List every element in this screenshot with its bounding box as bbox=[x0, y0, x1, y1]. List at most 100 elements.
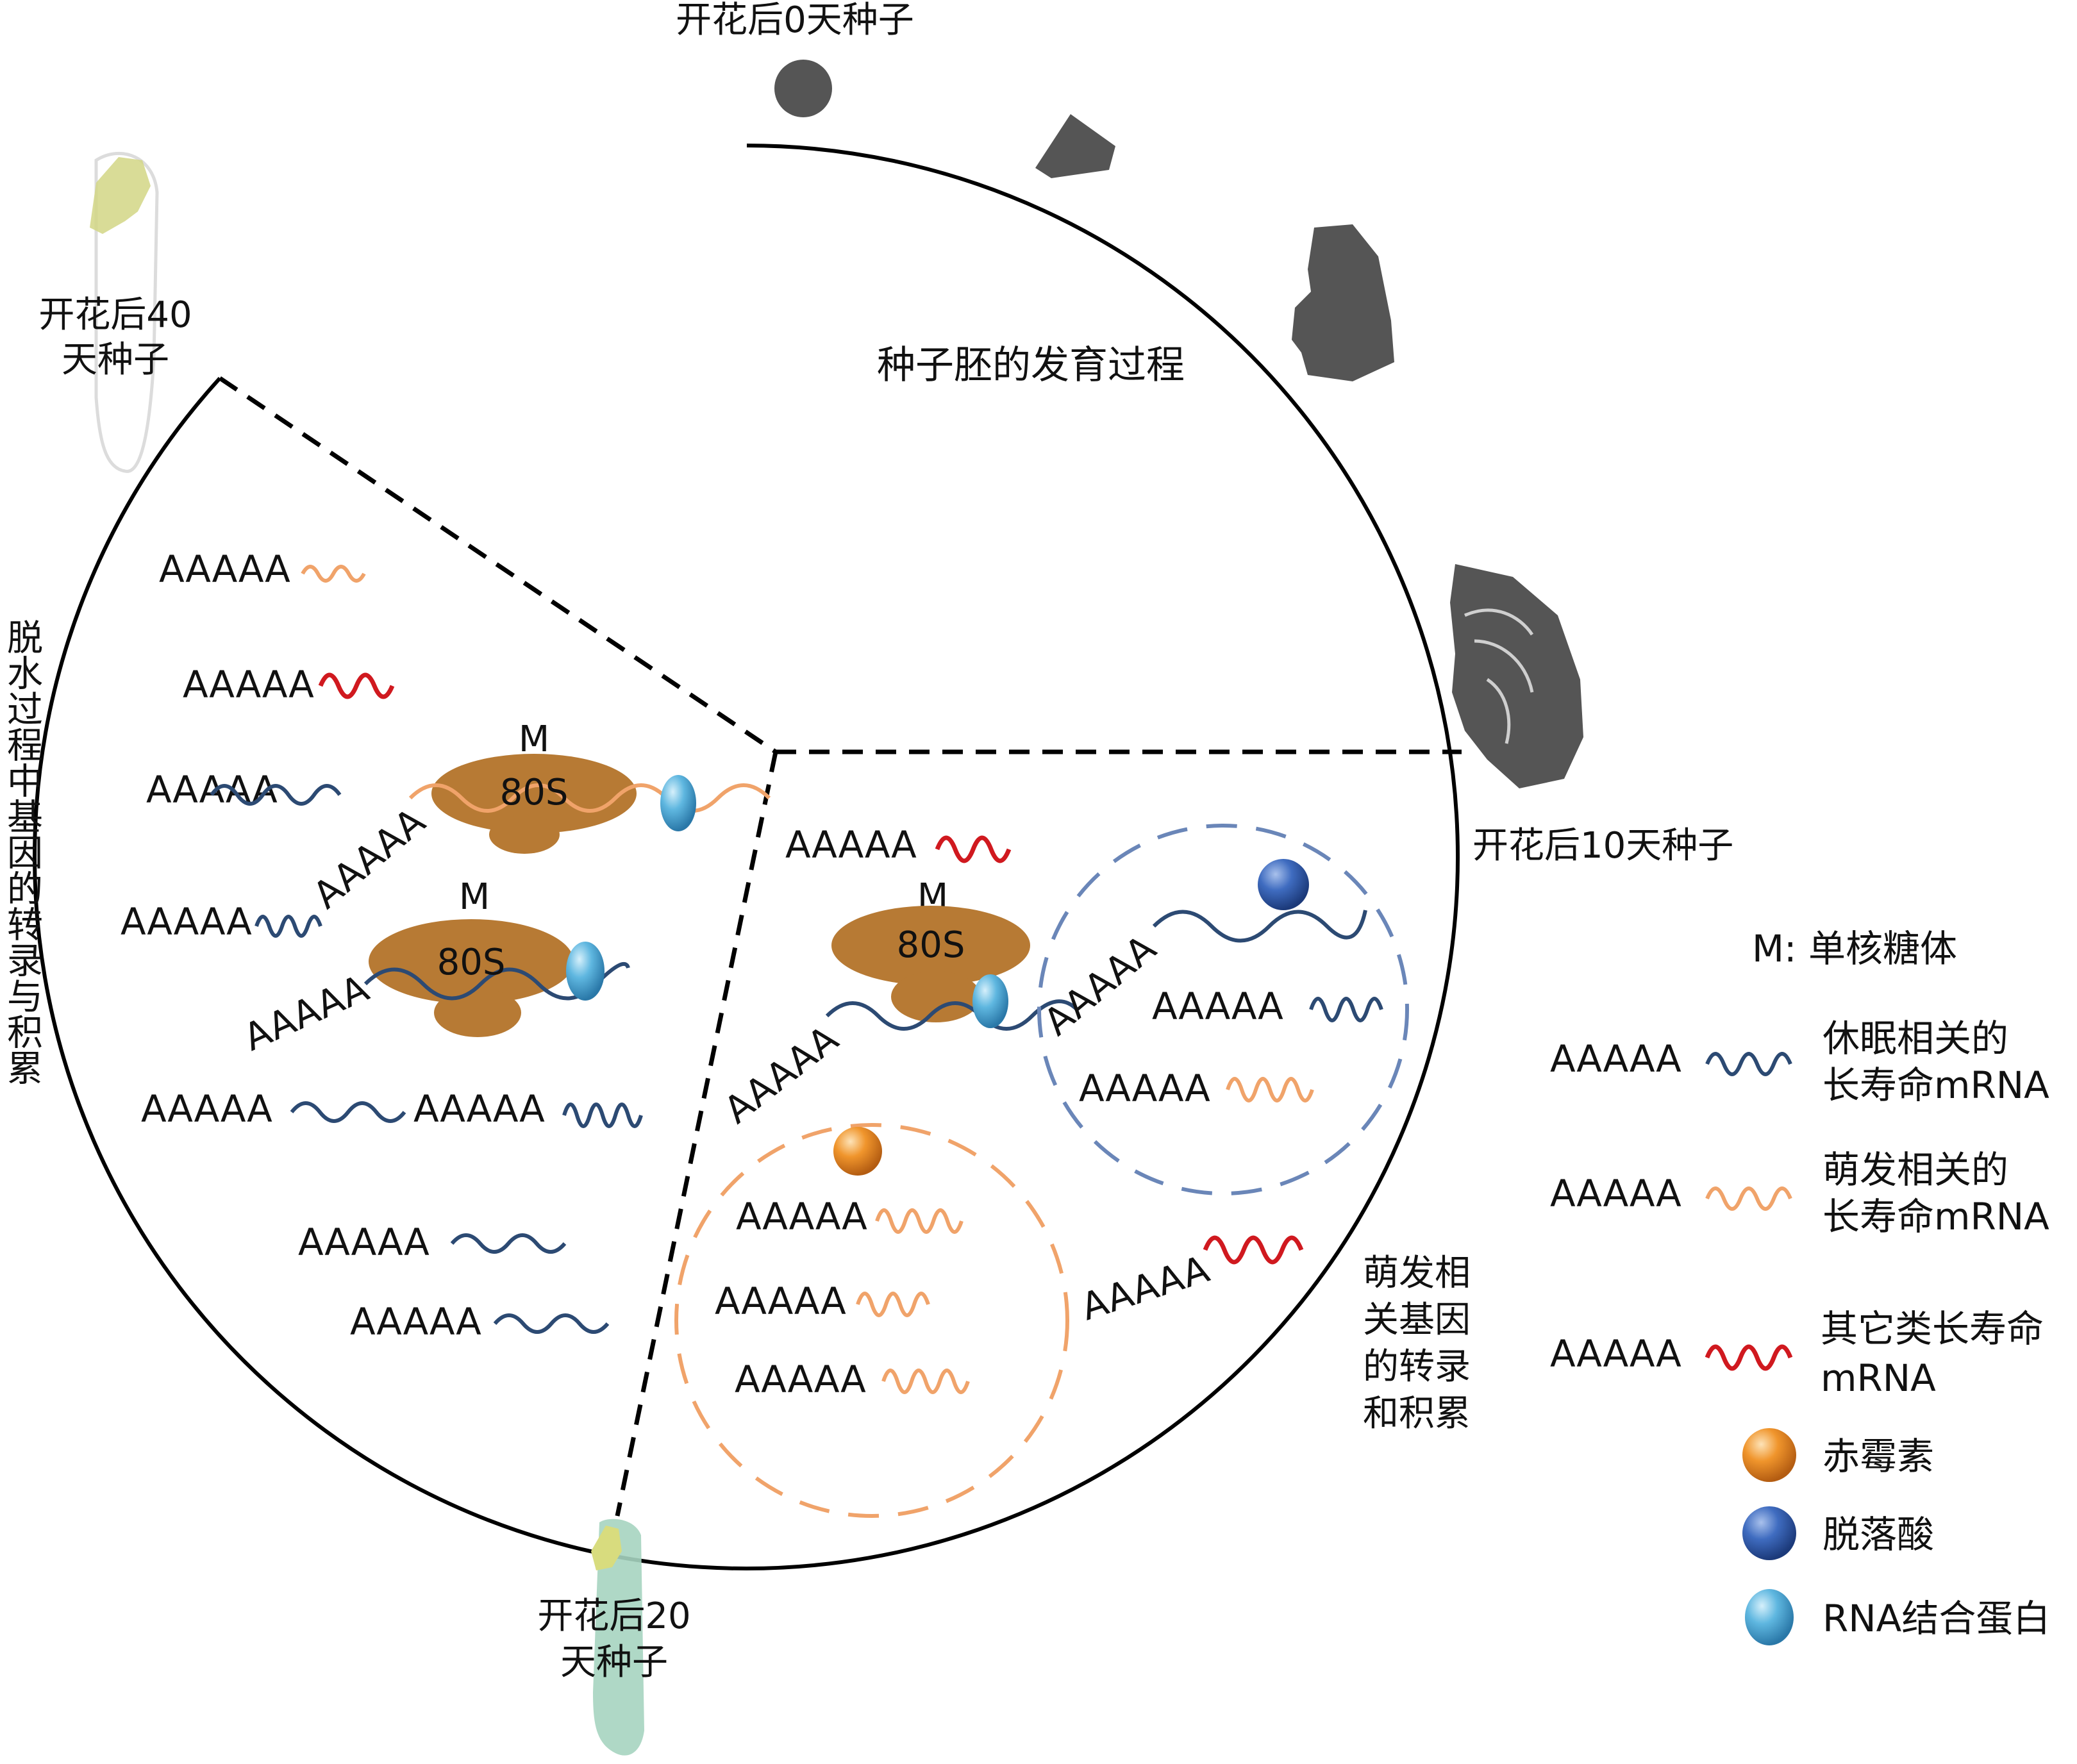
polyA-tail: AAAAA bbox=[304, 799, 433, 917]
legend: M: 单核糖体 AAAAA 休眠相关的 长寿命mRNA AAAAA 萌发相关的 … bbox=[1550, 927, 2050, 1645]
polyA-tail: AAAAA bbox=[141, 1087, 272, 1131]
rna-binding-protein bbox=[660, 775, 696, 831]
polyA-tail: AAAAA bbox=[735, 1358, 866, 1401]
dormancy-mrna-wave bbox=[290, 1101, 406, 1123]
germination-mrna-wave bbox=[1226, 1077, 1314, 1102]
polyA-tail: AAAAA bbox=[1035, 926, 1164, 1044]
legend-dormancy-wave bbox=[1705, 1052, 1792, 1076]
legend-dormancy-line2: 长寿命mRNA bbox=[1823, 1063, 2049, 1107]
germination-mrna-wave bbox=[881, 1369, 970, 1394]
label-stage-10-days: 开花后10天种子 bbox=[1472, 825, 1733, 867]
germination-mrna-wave bbox=[875, 1208, 963, 1234]
germination-mrna-wave bbox=[856, 1292, 930, 1317]
legend-dormancy-line1: 休眠相关的 bbox=[1823, 1017, 2008, 1060]
germination-cluster-circle bbox=[674, 1123, 1069, 1518]
seed-0-day-icon bbox=[774, 60, 832, 117]
other-mrna-wave bbox=[1203, 1235, 1304, 1265]
dormancy-mrna-strand bbox=[1152, 910, 1367, 943]
monosome-label: M bbox=[459, 876, 490, 918]
other-mrna-wave bbox=[935, 835, 1012, 863]
polyA-tail: AAAAA bbox=[413, 1087, 545, 1131]
dormancy-mrna-wave bbox=[210, 784, 342, 806]
polyA-tail: AAAAA bbox=[159, 547, 290, 591]
dormancy-mrna-wave bbox=[1309, 997, 1383, 1022]
polyA-tail: AAAAA bbox=[1076, 1247, 1214, 1329]
ribosome-small-subunit bbox=[434, 988, 521, 1037]
ribosome-label: 80S bbox=[500, 772, 569, 813]
seed-40-day-icon bbox=[94, 151, 159, 473]
seed-embryo-mid-icon bbox=[1292, 224, 1394, 381]
polyA-tail: AAAAA bbox=[716, 1017, 847, 1132]
other-mrna-wave bbox=[318, 672, 395, 699]
ribosome-large-subunit bbox=[431, 754, 637, 833]
label-stage-20-line1: 开花后20 bbox=[537, 1595, 690, 1637]
polyA-tail: AAAAA bbox=[736, 1195, 867, 1238]
legend-other-wave bbox=[1705, 1344, 1793, 1371]
polyA-tail: AAAAA bbox=[298, 1220, 430, 1264]
label-stage-20-line2: 天种子 bbox=[560, 1642, 668, 1683]
gibberellin-molecule bbox=[833, 1127, 882, 1176]
germination-mrna-wave bbox=[301, 565, 366, 583]
monosome-label: M bbox=[519, 719, 549, 760]
abscisic-acid-molecule bbox=[1258, 859, 1309, 910]
label-embryo-development: 种子胚的发育过程 bbox=[877, 343, 1185, 388]
label-dehydration-vertical: 脱水过程中基因的转录与积累 bbox=[1, 619, 43, 1085]
ribosome-small-subunit bbox=[891, 971, 981, 1022]
legend-other-line2: mRNA bbox=[1821, 1356, 1936, 1400]
dormancy-mrna-wave bbox=[562, 1102, 643, 1128]
seed-embryo-small-icon bbox=[1035, 114, 1115, 178]
seed-10-day-vein bbox=[1464, 608, 1534, 744]
sector-divider-upper bbox=[219, 376, 777, 754]
seed-20-day-embryo bbox=[591, 1526, 622, 1570]
polyA-tail: AAAAA bbox=[1079, 1067, 1210, 1110]
legend-germination-line2: 长寿命mRNA bbox=[1823, 1195, 2049, 1238]
legend-rbp-icon bbox=[1745, 1589, 1794, 1645]
germination-sector: AAAAA M 80S AAAAA AAAAA AAAAA AAAAA AAAA… bbox=[674, 823, 1409, 1518]
legend-aba: 脱落酸 bbox=[1823, 1513, 1934, 1556]
germ-acc-line-1: 萌发相 bbox=[1363, 1252, 1471, 1294]
legend-gibberellin-icon bbox=[1742, 1428, 1796, 1482]
polyA-tail: AAAAA bbox=[146, 768, 278, 811]
seed-20-day-icon bbox=[593, 1519, 644, 1756]
dormancy-mrna-wave bbox=[450, 1233, 567, 1254]
main-circle-arc bbox=[33, 144, 1460, 1570]
legend-other-line1: 其它类长寿命 bbox=[1821, 1307, 2044, 1351]
legend-aba-icon bbox=[1742, 1506, 1796, 1560]
legend-germination-wave bbox=[1705, 1186, 1792, 1211]
dormancy-mrna-strand bbox=[825, 999, 1079, 1031]
legend-polyA: AAAAA bbox=[1550, 1332, 1681, 1376]
ribosome-label: 80S bbox=[897, 924, 965, 966]
label-stage-40-line1: 开花后40 bbox=[38, 294, 192, 336]
polyA-tail: AAAAA bbox=[1152, 985, 1283, 1028]
label-stage-40-line2: 天种子 bbox=[62, 339, 169, 381]
polyA-tail: AAAAA bbox=[183, 663, 314, 706]
ribosome-label: 80S bbox=[437, 942, 506, 983]
legend-polyA: AAAAA bbox=[1550, 1037, 1681, 1081]
legend-polyA: AAAAA bbox=[1550, 1172, 1681, 1215]
polyA-tail: AAAAA bbox=[715, 1279, 846, 1323]
polyA-tail: AAAAA bbox=[350, 1300, 481, 1344]
germination-mrna-strand bbox=[408, 783, 771, 813]
seed-10-day-icon bbox=[1450, 564, 1583, 788]
seed-40-day-embryo bbox=[90, 157, 151, 234]
legend-monosome: M: 单核糖体 bbox=[1752, 927, 1957, 970]
ribosome-small-subunit bbox=[489, 815, 560, 854]
dormancy-mrna-wave bbox=[493, 1313, 610, 1334]
germ-acc-line-4: 和积累 bbox=[1363, 1393, 1471, 1435]
label-stage-0-days: 开花后0天种子 bbox=[676, 0, 914, 41]
legend-germination-line1: 萌发相关的 bbox=[1823, 1148, 2008, 1192]
germ-acc-line-3: 的转录 bbox=[1363, 1346, 1471, 1388]
dehydration-sector: AAAAA AAAAA AAAAA M 80S AAAAA AAAAA M 80… bbox=[121, 547, 771, 1344]
legend-gibberellin: 赤霉素 bbox=[1823, 1435, 1934, 1478]
rna-binding-protein bbox=[972, 974, 1008, 1028]
dormancy-cluster-circle bbox=[1037, 824, 1409, 1195]
polyA-tail: AAAAA bbox=[785, 823, 917, 867]
label-germination-accumulation: 萌发相 关基因 的转录 和积累 bbox=[1363, 1252, 1471, 1435]
rna-binding-protein bbox=[566, 942, 605, 1001]
sector-divider-lower bbox=[615, 751, 778, 1517]
dormancy-mrna-wave bbox=[254, 915, 322, 938]
legend-rbp: RNA结合蛋白 bbox=[1823, 1597, 2050, 1640]
ribosome-large-subunit bbox=[831, 906, 1030, 985]
germ-acc-line-2: 关基因 bbox=[1363, 1299, 1471, 1341]
